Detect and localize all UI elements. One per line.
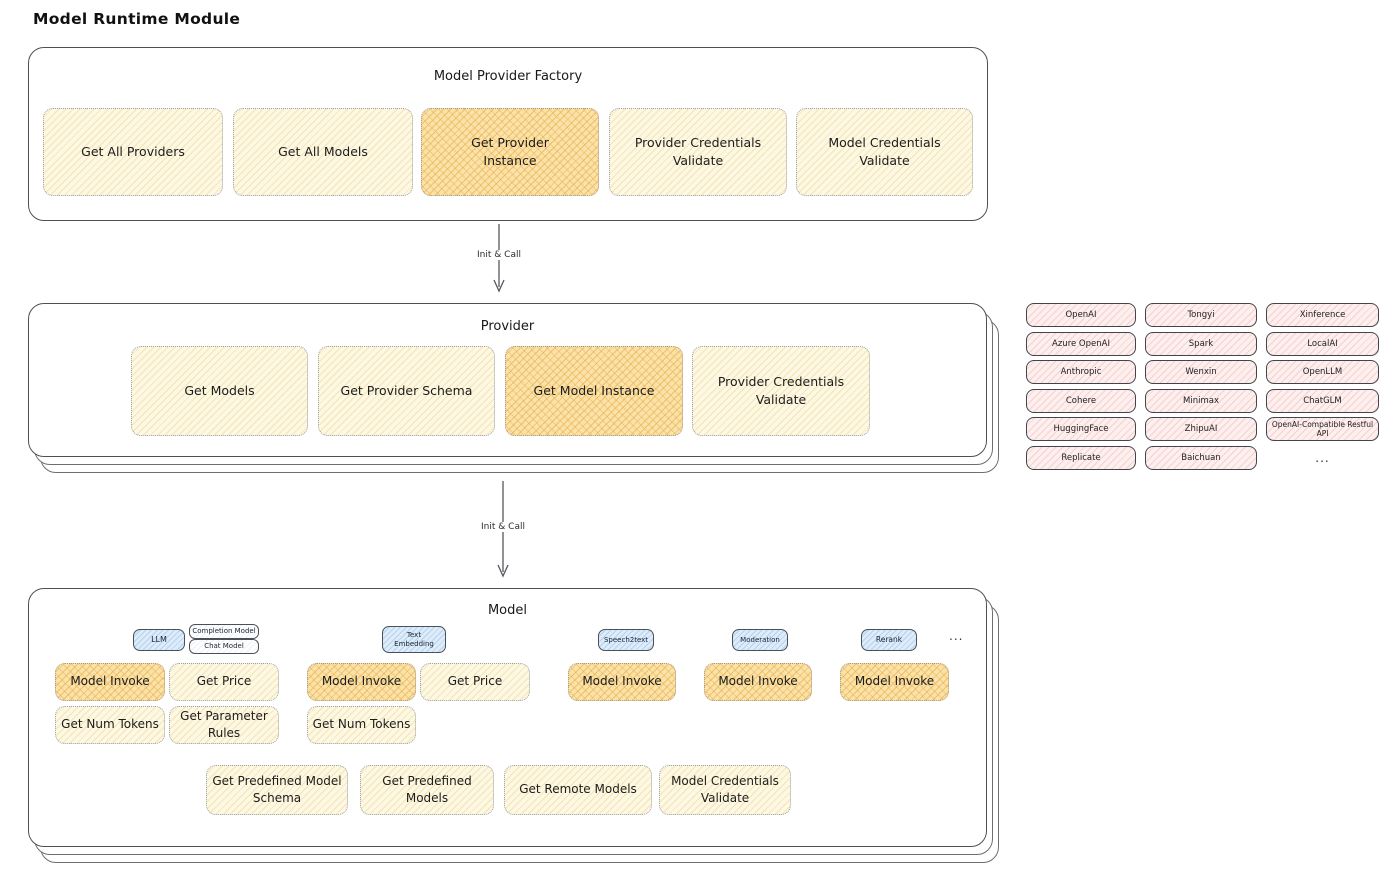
model-types-ellipsis: ...	[949, 629, 964, 643]
node-label: Get Num Tokens	[61, 717, 159, 732]
provider-pill-cohere: Cohere	[1026, 388, 1136, 413]
provider-pill-anthropic: Anthropic	[1026, 360, 1136, 384]
provider-pill-xinference: Xinference	[1266, 303, 1379, 327]
node-label: Model Credentials Validate	[671, 773, 779, 805]
provider-pill-baichuan: Baichuan	[1145, 445, 1257, 470]
provider-pill-replicate: Replicate	[1026, 445, 1136, 470]
node-label: Get All Providers	[81, 143, 185, 159]
model-node-speech2text-model-invoke: Model Invoke	[568, 663, 676, 701]
node-label: Model Invoke	[582, 674, 662, 689]
model-node-rerank-model-invoke: Model Invoke	[840, 663, 949, 701]
model-section-title: Model	[487, 603, 528, 618]
node-label: Provider Credentials Validate	[717, 373, 845, 407]
model-section: Model LLM Completion Model Chat Model Te…	[28, 588, 987, 847]
provider-pill-openai: OpenAI	[1026, 303, 1136, 327]
node-label: Get Model Instance	[533, 382, 655, 398]
factory-node-get-all-models: Get All Models	[233, 108, 413, 196]
node-label: Get Price	[196, 674, 252, 689]
node-label: Model Invoke	[718, 674, 798, 689]
providers-list: OpenAI Tongyi Xinference Azure OpenAI Sp…	[1026, 303, 1379, 470]
node-label: Get Provider Instance	[471, 134, 549, 168]
provider-section: Provider Get Models Get Provider Schema …	[28, 303, 987, 457]
factory-section: Model Provider Factory Get All Providers…	[28, 47, 988, 221]
model-type-tag-llm: LLM	[133, 629, 185, 651]
model-node-get-predefined-models: Get Predefined Models	[360, 765, 494, 815]
model-type-tag-text-embedding: Text Embedding	[382, 626, 446, 653]
provider-pill-openllm: OpenLLM	[1266, 360, 1379, 384]
model-node-llm-model-invoke: Model Invoke	[55, 663, 165, 701]
model-node-text-embedding-get-num-tokens: Get Num Tokens	[307, 706, 416, 744]
provider-pill-chatglm: ChatGLM	[1266, 388, 1379, 413]
node-label: Get Remote Models	[519, 782, 637, 797]
model-type-tag-moderation: Moderation	[732, 629, 788, 651]
node-label: Get All Models	[278, 143, 368, 159]
node-label: Get Parameter Rules	[180, 708, 268, 740]
model-subtype-tag-completion-model: Completion Model	[189, 624, 259, 639]
node-label: Get Num Tokens	[312, 717, 411, 732]
node-label: Provider Credentials Validate	[634, 134, 762, 168]
node-label: Get Predefined Model Schema	[212, 773, 342, 805]
factory-section-title: Model Provider Factory	[433, 69, 583, 84]
model-type-tag-speech2text: Speech2text	[598, 629, 654, 651]
model-node-llm-get-num-tokens: Get Num Tokens	[55, 706, 165, 744]
provider-pill-azure-openai: Azure OpenAI	[1026, 331, 1136, 356]
providers-ellipsis: ...	[1315, 450, 1330, 465]
factory-node-model-credentials-validate: Model Credentials Validate	[796, 108, 973, 196]
init-call-arrow-factory-to-provider: Init & Call	[474, 224, 524, 294]
provider-pill-tongyi: Tongyi	[1145, 303, 1257, 327]
provider-pill-localai: LocalAI	[1266, 331, 1379, 356]
factory-node-get-all-providers: Get All Providers	[43, 108, 223, 196]
node-label: Get Models	[184, 382, 255, 398]
init-call-arrow-provider-to-model: Init & Call	[478, 481, 528, 579]
provider-pill-spark: Spark	[1145, 331, 1257, 356]
arrow-label: Init & Call	[474, 250, 524, 260]
model-subtype-tag-chat-model: Chat Model	[189, 639, 259, 654]
model-node-text-embedding-model-invoke: Model Invoke	[307, 663, 416, 701]
provider-node-get-models: Get Models	[131, 346, 308, 436]
node-label: Model Invoke	[854, 674, 935, 689]
model-node-llm-get-price: Get Price	[169, 663, 279, 701]
factory-node-get-provider-instance: Get Provider Instance	[421, 108, 599, 196]
model-node-moderation-model-invoke: Model Invoke	[704, 663, 812, 701]
provider-node-get-model-instance: Get Model Instance	[505, 346, 683, 436]
model-node-get-remote-models: Get Remote Models	[504, 765, 652, 815]
model-node-model-credentials-validate: Model Credentials Validate	[659, 765, 791, 815]
provider-pill-huggingface: HuggingFace	[1026, 417, 1136, 441]
provider-pill-openai-compatible-restful-api: OpenAI-Compatible Restful API	[1266, 417, 1379, 441]
provider-pill-zhipuai: ZhipuAI	[1145, 417, 1257, 441]
node-label: Get Price	[447, 674, 503, 689]
diagram-title: Model Runtime Module	[33, 10, 241, 28]
model-node-llm-get-parameter-rules: Get Parameter Rules	[169, 706, 279, 744]
node-label: Model Invoke	[321, 674, 402, 689]
provider-node-provider-credentials-validate: Provider Credentials Validate	[692, 346, 870, 436]
arrow-label: Init & Call	[478, 522, 528, 532]
model-type-tag-rerank: Rerank	[861, 629, 917, 651]
model-node-text-embedding-get-price: Get Price	[420, 663, 530, 701]
factory-node-provider-credentials-validate: Provider Credentials Validate	[609, 108, 787, 196]
provider-node-get-provider-schema: Get Provider Schema	[318, 346, 495, 436]
model-node-get-predefined-model-schema: Get Predefined Model Schema	[206, 765, 348, 815]
provider-section-title: Provider	[480, 319, 535, 334]
provider-pill-wenxin: Wenxin	[1145, 360, 1257, 384]
node-label: Model Invoke	[70, 674, 150, 689]
node-label: Get Predefined Models	[382, 773, 472, 805]
node-label: Model Credentials Validate	[828, 134, 941, 168]
node-label: Get Provider Schema	[340, 382, 473, 398]
provider-pill-minimax: Minimax	[1145, 388, 1257, 413]
